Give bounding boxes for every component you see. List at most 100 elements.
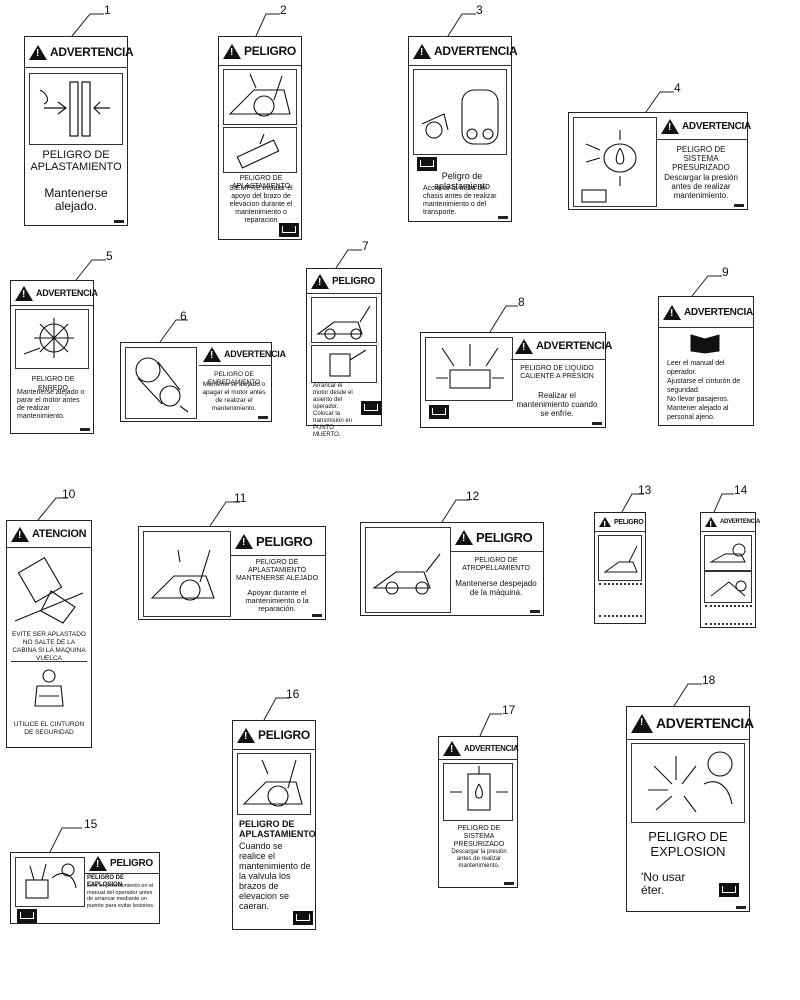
arm-support-icon (704, 571, 752, 603)
part-code-mark (736, 906, 746, 909)
warning-triangle-icon (705, 517, 717, 531)
callout-17: 17 (502, 703, 516, 717)
decal-18: ADVERTENCIA PELIGRO DE EXPLOSION 'No usa… (626, 706, 754, 912)
loader-arm-crush-icon (143, 531, 231, 617)
callout-1: 1 (104, 3, 111, 17)
decal-13: PELIGRO (594, 512, 646, 624)
warning-triangle-icon (223, 43, 241, 59)
decal-9: ADVERTENCIA Leer el manual del operador.… (658, 296, 754, 426)
loader-arm-crush-icon (237, 753, 311, 815)
decal-9-header: ADVERTENCIA (659, 297, 753, 328)
decal-11-action: Apoyar durante el mantenimiento o la rep… (245, 588, 309, 613)
decal-7-signal: PELIGRO (332, 275, 375, 287)
warning-triangle-icon (661, 118, 679, 134)
decal-5-header: ADVERTENCIA (11, 281, 98, 306)
decal-1: ADVERTENCIA PELIGRO DE APLASTAMIENTO Man… (24, 36, 134, 226)
part-code-mark (530, 610, 540, 613)
manual-book-icon (293, 911, 313, 925)
ether-explosion-icon (631, 743, 745, 823)
decal-13-fine-print (599, 583, 642, 617)
seatbelt-operator-icon (11, 661, 87, 720)
frame-lock-icon (413, 69, 507, 155)
callout-3: 3 (476, 3, 483, 17)
decal-14: ADVERTENCIA (700, 512, 760, 628)
callout-14: 14 (734, 483, 748, 497)
loader-rollover-icon (598, 535, 642, 581)
runover-loader-icon (311, 297, 377, 343)
decal-2-signal: PELIGRO (244, 44, 296, 58)
decal-16-header: PELIGRO (233, 721, 315, 750)
decal-6-header: ADVERTENCIA (199, 343, 286, 366)
decal-14-signal: ADVERTENCIA (720, 519, 761, 525)
decal-18-hazard: PELIGRO DE EXPLOSION (648, 829, 728, 859)
decal-5-signal: ADVERTENCIA (36, 288, 98, 298)
decal-15-action: Leer el procedimiento en el manual del o… (87, 883, 155, 909)
decal-3-hazard: Peligro de aplastamiento (433, 171, 491, 191)
decal-2-header: PELIGRO (219, 37, 301, 66)
part-code-mark (312, 614, 322, 617)
decal-15: PELIGRO PELIGRO DE EXPLOSION Leer el pro… (10, 852, 160, 924)
battery-explosion-icon (15, 857, 85, 907)
arm-support-icon (223, 127, 297, 173)
part-code-mark (114, 220, 124, 223)
callout-16: 16 (286, 687, 300, 701)
decal-12-action: Mantenerse despejado de la máquina. (455, 579, 537, 597)
decal-3: ADVERTENCIA Peligro de aplastamiento Acc… (408, 36, 518, 222)
decal-17-action: Descargar la presión antes de realizar m… (451, 849, 507, 869)
decal-3-header: ADVERTENCIA (409, 37, 518, 66)
warning-triangle-icon (311, 273, 329, 289)
decal-17-header: ADVERTENCIA (439, 737, 519, 760)
manual-book-icon (719, 883, 739, 897)
warning-triangle-icon (203, 346, 221, 362)
decal-10-header: ATENCION (7, 521, 91, 548)
decal-5: ADVERTENCIA PELIGRO DE ENREDO Mantenerse… (10, 280, 98, 434)
warning-triangle-icon (631, 713, 653, 733)
decal-13-header: PELIGRO (595, 513, 645, 532)
decal-10-action: UTILICE EL CINTURON DE SEGURIDAD (13, 721, 85, 736)
pressurized-system-icon (573, 117, 657, 207)
decal-5-action: Mantenerse alejado o parar el motor ante… (17, 389, 85, 420)
warning-triangle-icon (599, 517, 611, 531)
decal-16-hazard: PELIGRO DE APLASTAMIENTO (239, 819, 316, 839)
manual-book-icon (429, 405, 449, 419)
entanglement-rotor-icon (15, 309, 89, 369)
part-code-mark (504, 882, 514, 885)
callout-4: 4 (674, 81, 681, 95)
warning-triangle-icon (455, 529, 473, 545)
decal-4-hazard: PELIGRO DE SISTEMA PRESURIZADO (672, 145, 730, 172)
warning-triangle-icon (11, 526, 29, 542)
decal-1-action: Mantenerse alejado. (44, 186, 108, 213)
decal-7-header: PELIGRO (307, 269, 381, 294)
decal-7: PELIGRO Arrancar el motor desde el asien… (306, 268, 382, 438)
warning-triangle-icon (235, 533, 253, 549)
decal-8-action: Realizar el mantenimiento cuando se enfr… (516, 391, 598, 418)
rollover-icon (11, 551, 87, 629)
callout-12: 12 (466, 489, 480, 503)
warning-triangle-icon (237, 727, 255, 743)
decal-9-signal: ADVERTENCIA (684, 306, 753, 318)
callout-11: 11 (234, 491, 247, 505)
callout-6: 6 (180, 309, 187, 323)
decal-1-hazard: PELIGRO DE APLASTAMIENTO (30, 149, 122, 173)
part-code-mark (258, 416, 268, 419)
decal-10: ATENCION EVITE SER APLASTADO NO SALTE DE… (6, 520, 92, 748)
decal-13-signal: PELIGRO (614, 518, 644, 526)
callout-8: 8 (518, 295, 525, 309)
decal-11-header: PELIGRO (231, 527, 325, 556)
callout-18: 18 (702, 673, 716, 687)
decal-10-hazard: EVITE SER APLASTADO NO SALTE DE LA CABIN… (12, 631, 86, 662)
decal-18-action: 'No usar éter. (641, 870, 686, 897)
bullet-item: Leer el manual del operador. (667, 360, 725, 376)
decal-17-hazard: PELIGRO DE SISTEMA PRESURIZADO (453, 825, 505, 848)
decal-6: ADVERTENCIA PELIGRO DE ENREDAMIENTO Mant… (120, 342, 286, 422)
part-code-mark (734, 204, 744, 207)
decal-4-action: Descargar la presión antes de realizar m… (664, 173, 738, 200)
decal-12-hazard: PELIGRO DE ATROPELLAMIENTO (462, 557, 530, 572)
decal-1-header: ADVERTENCIA (25, 37, 134, 68)
decal-17-signal: ADVERTENCIA (464, 743, 519, 753)
open-manual-icon (663, 331, 749, 355)
ignition-seat-icon (311, 345, 377, 383)
bullet-item: Mantener alejado al personal ajeno. (667, 405, 729, 421)
